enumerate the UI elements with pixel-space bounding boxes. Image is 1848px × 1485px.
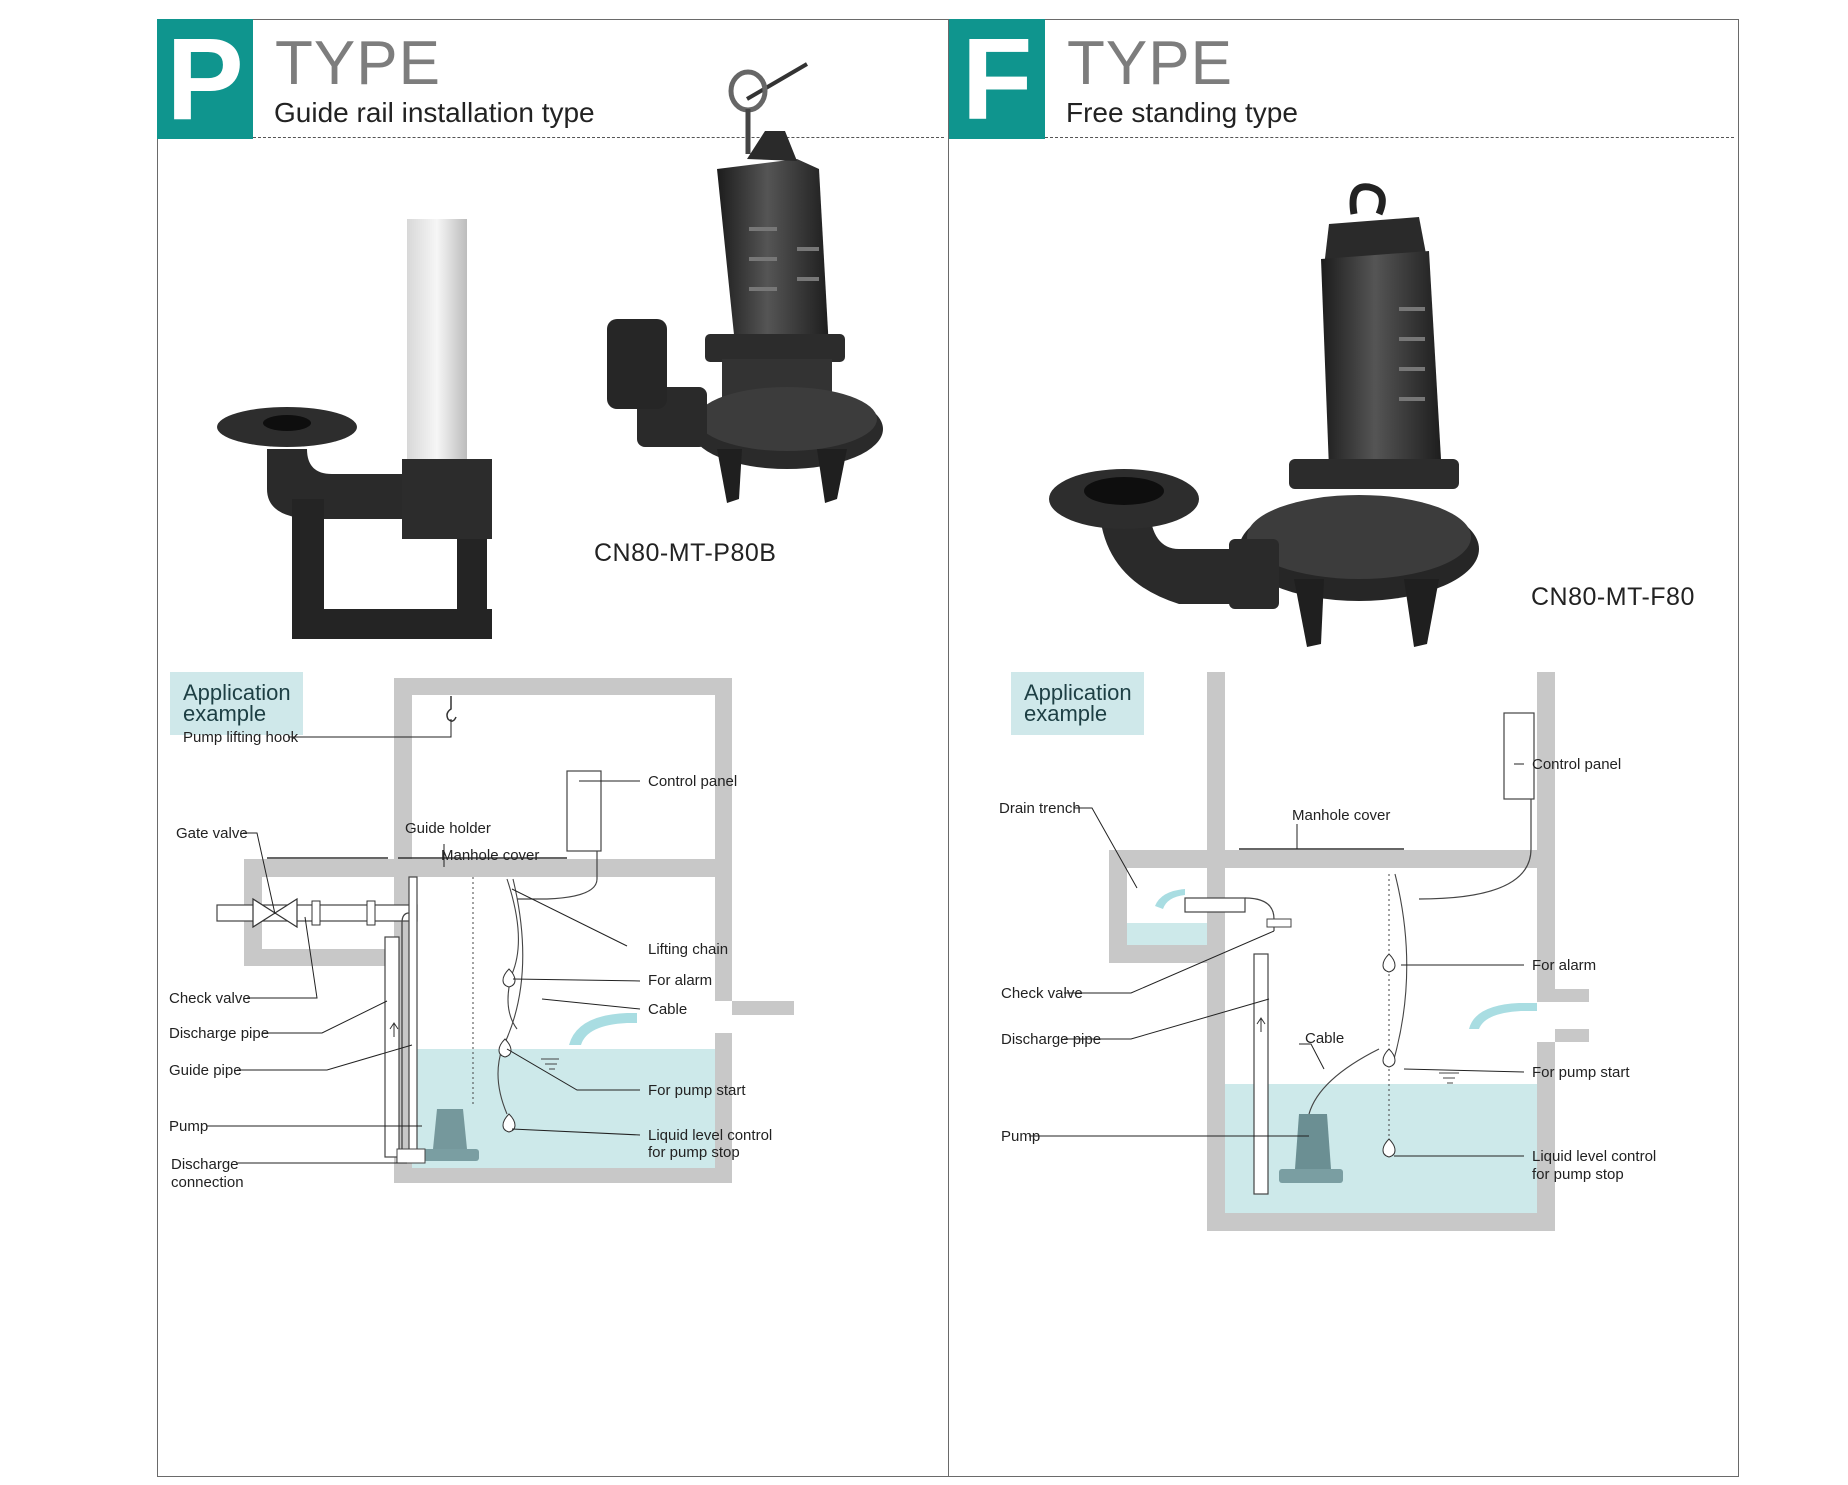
f-pump-photo (1049, 183, 1479, 647)
f-application-tag: Application example (1011, 672, 1144, 735)
f-app-title-line1: Application (1024, 680, 1132, 705)
f-model-label: CN80-MT-F80 (1531, 583, 1695, 611)
p-label-llc-line2: for pump stop (648, 1144, 740, 1161)
f-label-manhole-cover: Manhole cover (1292, 807, 1390, 824)
f-label-llc-line1: Liquid level control (1532, 1148, 1656, 1165)
p-label-guide-pipe: Guide pipe (169, 1062, 242, 1079)
p-label-lifting-chain: Lifting chain (648, 941, 728, 958)
p-label-discharge-conn-1: Discharge (171, 1156, 239, 1173)
p-pump-photo (217, 62, 883, 639)
f-type-heading: TYPE (1067, 29, 1233, 98)
f-pit-walls (1109, 672, 1589, 1231)
p-label-for-alarm: For alarm (648, 972, 712, 989)
p-model-label: CN80-MT-P80B (594, 539, 777, 567)
p-type-heading: TYPE (275, 29, 441, 98)
p-application-diagram: Pump lifting hook Control panel Gate val… (169, 678, 794, 1191)
f-type-panel: F TYPE Free standing type CN80-MT-F80 Ap… (949, 19, 1738, 1477)
f-label-for-pump-start: For pump start (1532, 1064, 1630, 1081)
p-type-panel: P TYPE Guide rail installation type (157, 19, 948, 1477)
p-label-guide-holder: Guide holder (405, 820, 491, 837)
f-label-check-valve: Check valve (1001, 985, 1083, 1002)
f-type-badge: F (949, 19, 1045, 139)
p-label-control-panel: Control panel (648, 773, 737, 790)
p-type-badge: P (157, 19, 253, 139)
p-label-discharge-pipe: Discharge pipe (169, 1025, 269, 1042)
p-pit-walls (244, 678, 794, 1183)
f-label-control-panel: Control panel (1532, 756, 1621, 773)
p-label-manhole-cover: Manhole cover (441, 847, 539, 864)
f-label-pump: Pump (1001, 1128, 1040, 1145)
p-app-title-line2: example (183, 701, 267, 726)
p-label-for-pump-start: For pump start (648, 1082, 746, 1099)
f-type-subtitle: Free standing type (1066, 97, 1298, 128)
p-header-rule (253, 137, 944, 138)
p-label-pump: Pump (169, 1118, 208, 1135)
panel-divider (948, 19, 949, 1477)
f-application-diagram: Control panel Drain trench Manhole cover… (999, 672, 1656, 1231)
f-label-for-alarm: For alarm (1532, 957, 1596, 974)
p-label-pump-lifting-hook: Pump lifting hook (183, 729, 299, 746)
f-label-llc-line2: for pump stop (1532, 1166, 1624, 1183)
f-label-drain-trench: Drain trench (999, 800, 1081, 817)
f-app-title-line2: example (1024, 701, 1108, 726)
p-label-check-valve: Check valve (169, 990, 251, 1007)
f-header-rule (1045, 137, 1734, 138)
p-label-llc-line1: Liquid level control (648, 1127, 772, 1144)
f-label-discharge-pipe: Discharge pipe (1001, 1031, 1101, 1048)
p-app-title-line1: Application (183, 680, 291, 705)
p-label-gate-valve: Gate valve (176, 825, 248, 842)
p-label-discharge-conn-2: connection (171, 1174, 244, 1191)
f-label-cable: Cable (1305, 1030, 1344, 1047)
p-label-cable: Cable (648, 1001, 687, 1018)
p-application-tag: Application example (170, 672, 303, 735)
p-type-subtitle: Guide rail installation type (274, 97, 595, 128)
